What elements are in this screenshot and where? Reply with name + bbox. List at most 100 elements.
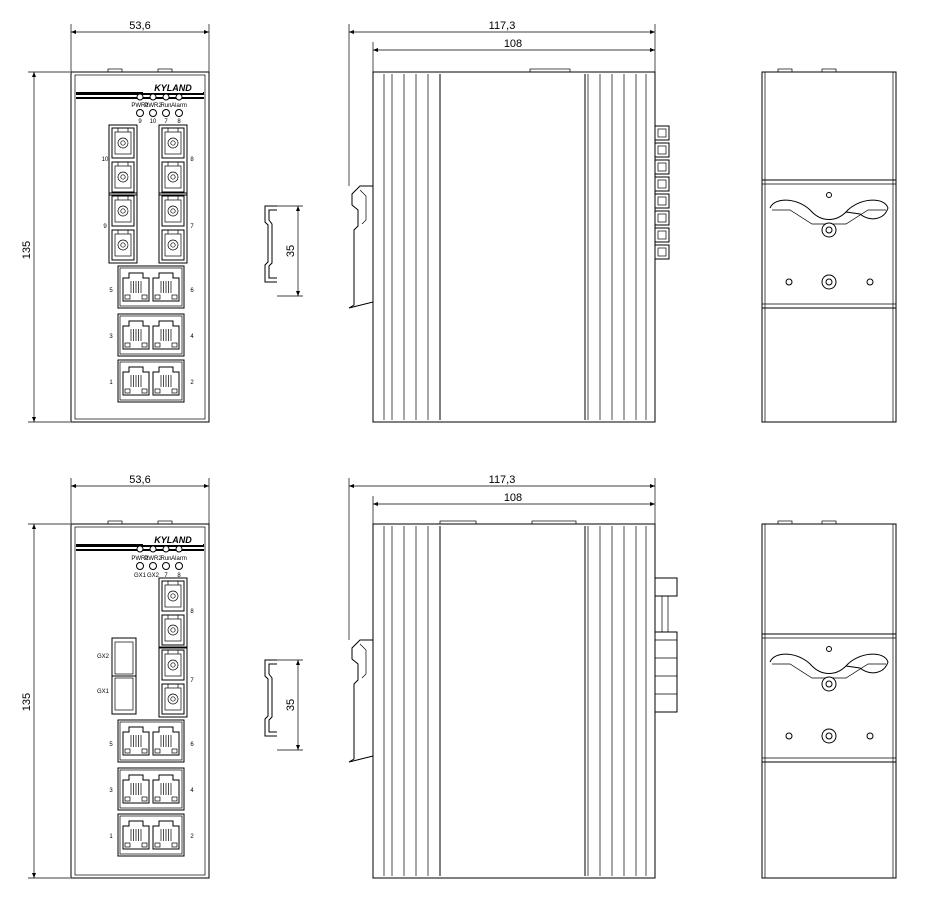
rear-view-bottom [761,520,897,879]
height-dimension: 135 [21,693,33,711]
rj45-housing [117,813,185,857]
led-label-pwr2: PWR2 [144,556,162,562]
terminal-connectors [654,125,670,260]
rj45-housing [117,767,185,811]
fiber-port [161,649,185,681]
rj45-housing [117,265,185,309]
rj45-label-5: 5 [109,288,113,294]
fiber-port [161,127,185,159]
width-dimension: 53,6 [129,474,150,486]
fiber-label-9: 9 [103,224,107,230]
rj45-label-3: 3 [109,334,113,340]
fiber-label-8: 8 [190,157,194,163]
fiber-port [111,195,135,227]
led-label-alarm: Alarm [171,103,187,109]
terminal-block [654,244,670,260]
rail-dimension: 35 [285,245,297,257]
fiber-port [161,683,185,715]
led-number-3: 7 [164,119,168,125]
rj45-port [122,366,150,396]
led-label-run: Run [160,103,171,109]
din-rail-profile-top: 35 [264,205,303,297]
fiber-module [108,124,138,196]
outer-length-dimension: 117,3 [489,20,516,32]
led-number-3: 7 [164,573,168,579]
rj45-label-1: 1 [109,380,113,386]
rj45-port [152,320,180,350]
fiber-port [161,161,185,193]
side-view-bottom: 117,3 108 [348,474,678,879]
inner-length-dimension: 108 [504,38,522,50]
led-label-run: Run [160,556,171,562]
outer-length-dimension: 117,3 [489,474,516,486]
rj45-port [152,366,180,396]
rj45-label-2: 2 [190,380,194,386]
rear-view-top [761,68,897,423]
rj45-housing [117,313,185,357]
fiber-label-8: 8 [190,609,194,615]
front-view-top: 53,6 135 KYLAND PWR1 PWR2 Run Alarm 9 10… [21,20,210,423]
led-number-4: 8 [177,119,181,125]
terminal-block [654,227,670,243]
brand-logo: KYLAND [154,535,192,545]
rj45-ports [117,719,185,857]
rj45-port [122,320,150,350]
width-dimension: 53,6 [129,20,150,32]
terminal-block [654,176,670,192]
fiber-module [158,646,188,718]
rj45-ports [117,265,185,403]
rail-dimension: 35 [285,699,297,711]
fiber-port [161,195,185,227]
terminal-block [654,159,670,175]
fiber-port [111,229,135,261]
fiber-module [108,192,138,264]
heatsink-fins [383,526,647,876]
led-number-4: 8 [177,573,181,579]
fiber-module [158,124,188,196]
front-view-bottom: 53,6 135 KYLAND PWR1 PWR2 Run Alarm GX1 … [21,474,210,879]
fiber-ports [108,124,188,264]
sfp-cage [654,577,678,597]
rj45-label-3: 3 [109,788,113,794]
sfp-label-gx1: GX1 [97,689,110,695]
fiber-ports [158,577,188,718]
rj45-label-4: 4 [190,334,194,340]
rj45-port [152,820,180,850]
din-rail-profile-bottom: 35 [264,659,303,751]
terminal-block [654,210,670,226]
fiber-port [111,161,135,193]
led-number-1: 9 [138,119,142,125]
fiber-port [161,580,185,612]
rj45-label-6: 6 [190,288,194,294]
led-label-alarm: Alarm [171,556,187,562]
terminal-connectors [654,577,678,713]
brand-logo: KYLAND [154,83,192,93]
led-number-2: GX2 [147,573,160,579]
rj45-port [122,726,150,756]
terminal-block [654,193,670,209]
led-number-1: GX1 [134,573,147,579]
rj45-label-6: 6 [190,742,194,748]
terminal-block [654,142,670,158]
rj45-label-5: 5 [109,742,113,748]
fiber-port [161,614,185,646]
rj45-label-4: 4 [190,788,194,794]
rj45-port [122,774,150,804]
led-label-pwr2: PWR2 [144,103,162,109]
terminal-block [654,125,670,141]
rj45-port [122,820,150,850]
led-label-pwr1: PWR1 [131,103,149,109]
sfp-label-gx2: GX2 [97,654,110,660]
led-number-2: 10 [150,119,157,125]
rj45-port [152,726,180,756]
fiber-label-7: 7 [190,224,194,230]
fiber-label-7: 7 [190,678,194,684]
side-view-top: 117,3 108 [348,20,670,423]
fiber-label-10: 10 [102,157,109,163]
fiber-module [158,192,188,264]
rj45-housing [117,359,185,403]
rj45-port [152,272,180,302]
height-dimension: 135 [21,241,33,259]
heatsink-fins [383,74,647,420]
